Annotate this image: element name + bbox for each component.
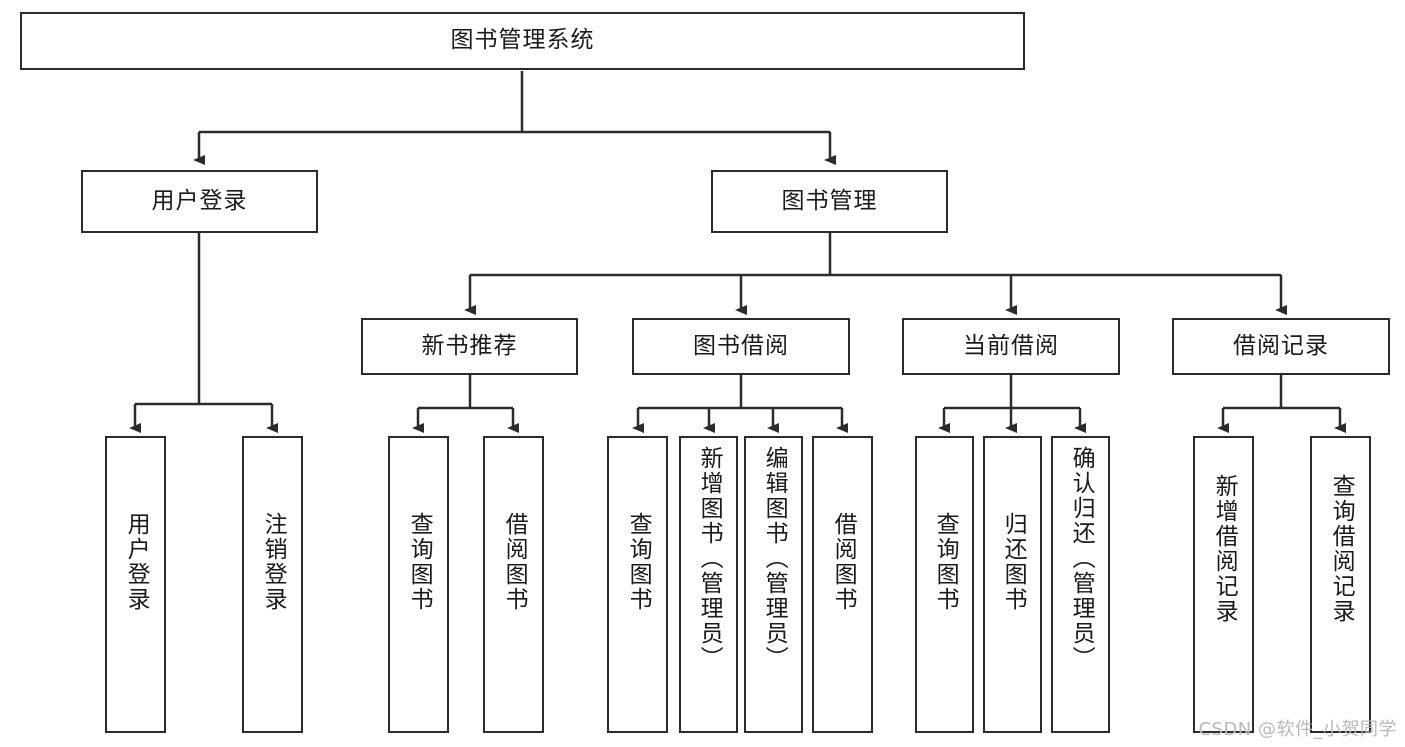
leaf-edit-book-label: 编辑图书（管理员）	[761, 446, 788, 671]
leaf-logout-label: 注销登录	[260, 512, 287, 612]
leaf-edit-book[interactable]: 编辑图书（管理员）	[744, 436, 803, 733]
node-book-borrow[interactable]: 图书借阅	[632, 318, 850, 375]
node-borrow-record[interactable]: 借阅记录	[1172, 318, 1390, 375]
node-current-borrow[interactable]: 当前借阅	[902, 318, 1120, 375]
node-book-borrow-label: 图书借阅	[693, 332, 789, 359]
leaf-confirm-return[interactable]: 确认归还（管理员）	[1051, 436, 1110, 733]
leaf-query-book-2[interactable]: 查询图书	[607, 436, 668, 733]
node-borrow-record-label: 借阅记录	[1233, 332, 1329, 359]
node-root[interactable]: 图书管理系统	[20, 12, 1025, 70]
node-new-book-recommend-label: 新书推荐	[421, 332, 518, 359]
leaf-query-book-2-label: 查询图书	[625, 512, 652, 612]
leaf-borrow-book-1-label: 借阅图书	[501, 512, 528, 612]
leaf-query-record[interactable]: 查询借阅记录	[1310, 436, 1371, 733]
leaf-add-book-label: 新增图书（管理员）	[696, 446, 723, 671]
node-user-login-label: 用户登录	[151, 187, 248, 214]
leaf-query-book-3-label: 查询图书	[932, 512, 959, 612]
leaf-query-record-label: 查询借阅记录	[1328, 474, 1355, 624]
leaf-query-book-1-label: 查询图书	[406, 512, 433, 612]
node-root-label: 图书管理系统	[450, 27, 595, 54]
leaf-return-book-label: 归还图书	[1000, 512, 1027, 612]
node-user-login[interactable]: 用户登录	[81, 170, 318, 233]
leaf-borrow-book-1[interactable]: 借阅图书	[483, 436, 544, 733]
leaf-confirm-return-label: 确认归还（管理员）	[1068, 446, 1095, 671]
leaf-logout[interactable]: 注销登录	[242, 436, 303, 733]
node-book-management[interactable]: 图书管理	[711, 170, 948, 233]
leaf-user-login-label: 用户登录	[123, 512, 150, 612]
leaf-query-book-3[interactable]: 查询图书	[915, 436, 974, 733]
node-current-borrow-label: 当前借阅	[963, 332, 1059, 359]
node-book-management-label: 图书管理	[781, 187, 878, 214]
node-new-book-recommend[interactable]: 新书推荐	[361, 318, 578, 375]
watermark-text: CSDN @软件_小贺同学	[1198, 719, 1397, 740]
leaf-borrow-book-2[interactable]: 借阅图书	[812, 436, 873, 733]
leaf-add-record-label: 新增借阅记录	[1211, 474, 1238, 624]
leaf-user-login[interactable]: 用户登录	[105, 436, 166, 733]
leaf-borrow-book-2-label: 借阅图书	[830, 512, 857, 612]
leaf-add-book[interactable]: 新增图书（管理员）	[679, 436, 738, 733]
leaf-query-book-1[interactable]: 查询图书	[388, 436, 449, 733]
leaf-return-book[interactable]: 归还图书	[983, 436, 1042, 733]
leaf-add-record[interactable]: 新增借阅记录	[1193, 436, 1254, 733]
